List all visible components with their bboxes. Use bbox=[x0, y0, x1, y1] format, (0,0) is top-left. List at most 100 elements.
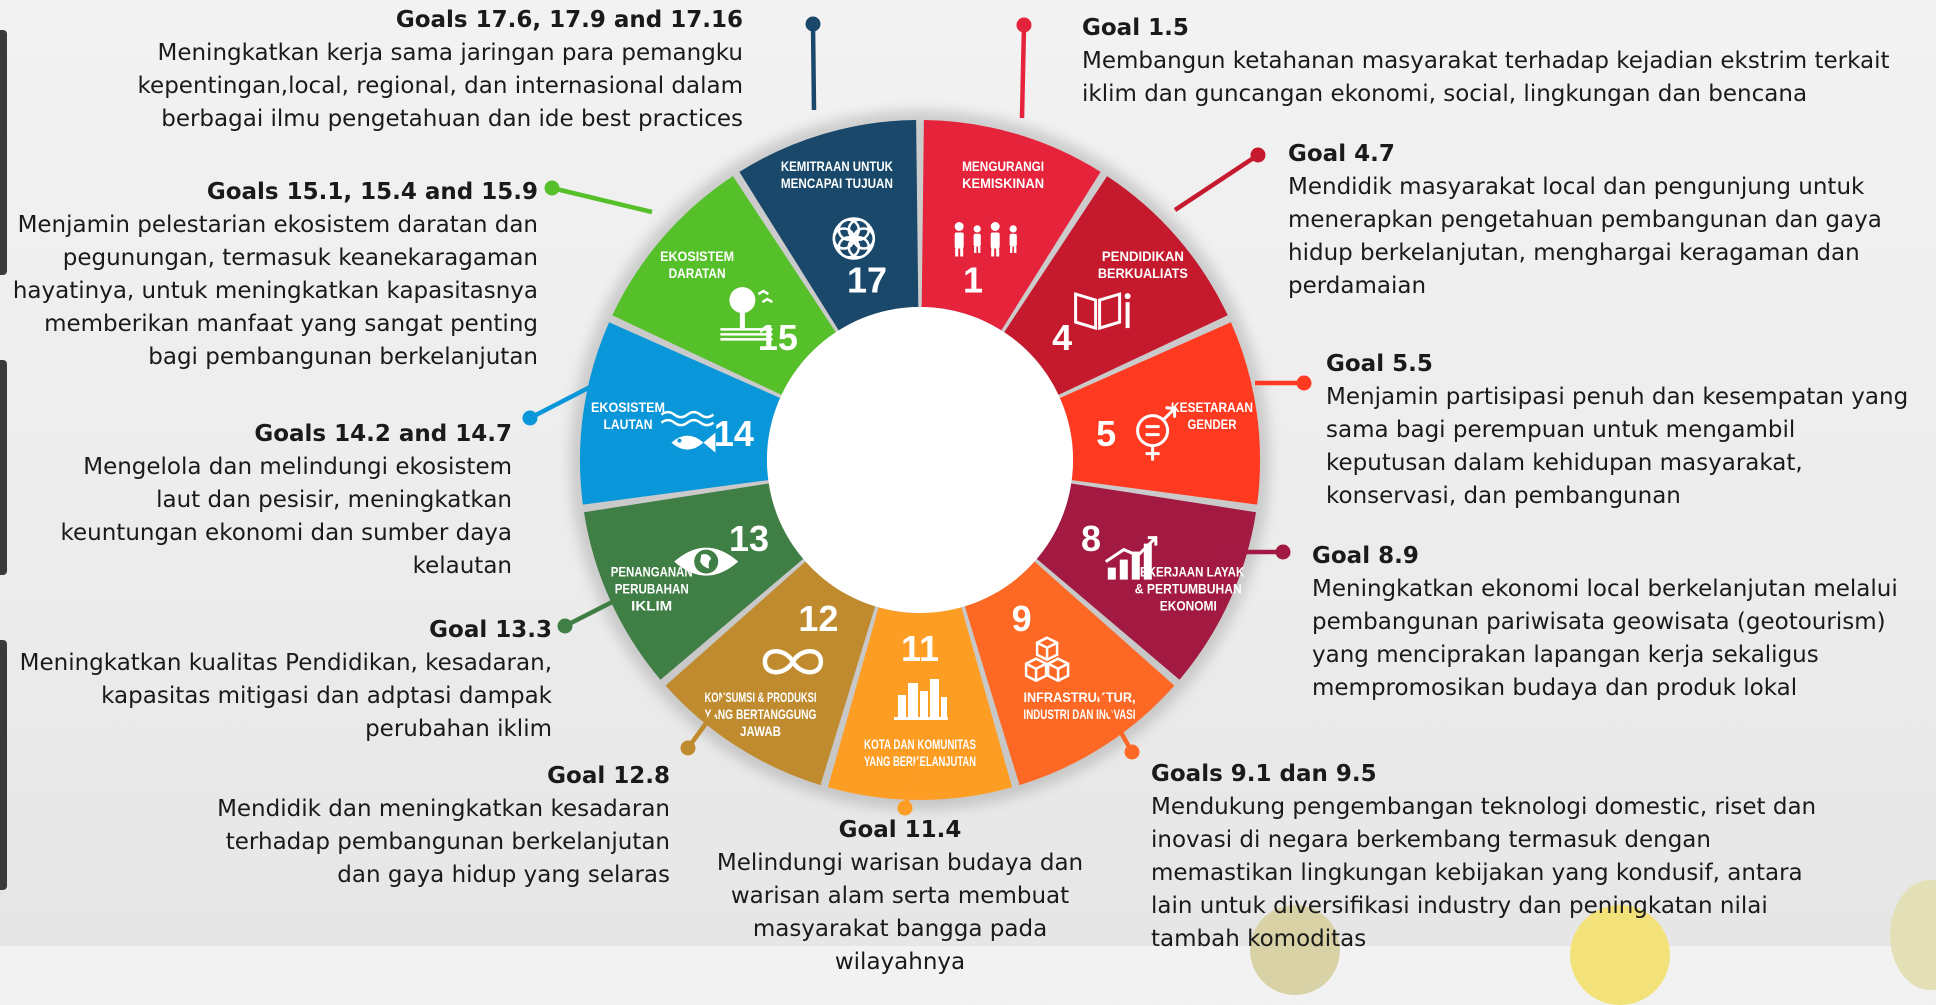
goal-5-5-connector bbox=[1255, 375, 1312, 391]
sdg-9-name-line-1: INFRASTRUKTUR, bbox=[1024, 689, 1136, 705]
goal-15-title: Goals 15.1, 15.4 and 15.9 bbox=[206, 179, 538, 205]
goal-8-9-callout: Goal 8.9 Meningkatkan ekonomi local berk… bbox=[1312, 540, 1932, 705]
sdg-11-number: 11 bbox=[901, 628, 939, 669]
sdg-1-name-line-2: KEMISKINAN bbox=[962, 175, 1044, 191]
city-icon bbox=[894, 679, 948, 720]
sdg-8-name-line-3: EKONOMI bbox=[1160, 598, 1217, 614]
left-edge-strip-top bbox=[0, 30, 7, 275]
goal-14-2-14-7-callout: Goals 14.2 and 14.7 Mengelola dan melind… bbox=[40, 418, 513, 583]
book-icon bbox=[1074, 292, 1131, 331]
sdg-17-name-line-1: KEMITRAAN UNTUK bbox=[781, 158, 893, 174]
goal-13-3-title: Goal 13.3 bbox=[429, 617, 552, 643]
sdg-1-name-line-1: MENGURANGI bbox=[962, 158, 1044, 174]
goal-15-connector bbox=[544, 180, 653, 215]
sdg-12-name-line-1: KONSUMSI & PRODUKSI bbox=[705, 689, 817, 705]
goal-12-8-connector bbox=[680, 694, 728, 756]
sdg-segment-9-wedge bbox=[964, 561, 1175, 786]
goal-14-2-14-7-connector bbox=[522, 381, 598, 426]
goal-12-8-callout: Goal 12.8 Mendidik dan meningkatkan kesa… bbox=[200, 760, 670, 892]
eye-globe-icon bbox=[674, 547, 739, 576]
sdg-8-number: 8 bbox=[1081, 518, 1101, 559]
goal-8-9-title: Goal 8.9 bbox=[1312, 543, 1419, 569]
sdg-13-number: 13 bbox=[729, 518, 769, 559]
sdg-8-name-line-2: & PERTUMBUHAN bbox=[1135, 581, 1242, 597]
goal-17-title: Goals 17.6, 17.9 and 17.16 bbox=[395, 7, 743, 33]
sdg-14-number: 14 bbox=[714, 413, 754, 454]
goal-17-desc: Meningkatkan kerja sama jaringan para pe… bbox=[137, 40, 743, 132]
goal-1-5-title: Goal 1.5 bbox=[1082, 15, 1189, 41]
fish-icon bbox=[660, 410, 716, 453]
sdg-segment-15-wedge bbox=[612, 176, 836, 395]
sdg-segment-14-wedge bbox=[579, 322, 781, 505]
sdg-4-name-line-1: PENDIDIKAN bbox=[1102, 248, 1184, 264]
goal-11-4-connector bbox=[897, 759, 921, 816]
goal-1-5-callout: Goal 1.5 Membangun ketahanan masyarakat … bbox=[1082, 12, 1902, 111]
sdg-17-number: 17 bbox=[847, 260, 887, 301]
goal-12-8-desc: Mendidik dan meningkatkan kesadaran terh… bbox=[217, 796, 670, 888]
goal-11-4-desc: Melindungi warisan budaya dan warisan al… bbox=[716, 850, 1084, 975]
sdg-4-number: 4 bbox=[1052, 317, 1072, 358]
sdg-15-name-line-1: EKOSISTEM bbox=[660, 248, 734, 264]
sdg-5-number: 5 bbox=[1096, 413, 1116, 454]
sdg-15-number: 15 bbox=[758, 317, 798, 358]
sdg-5-name-line-2: GENDER bbox=[1188, 416, 1237, 432]
goal-11-4-callout: Goal 11.4 Melindungi warisan budaya dan … bbox=[690, 814, 1110, 979]
sdg-wheel: MENGURANGIKEMISKINAN1PENDIDIKANBERKUALIA… bbox=[522, 16, 1312, 816]
infinity-icon bbox=[762, 648, 824, 675]
sdg-14-name-line-1: EKOSISTEM bbox=[591, 399, 665, 415]
sdg-8-name-line-1: PEKERJAAN LAYAK bbox=[1132, 564, 1244, 580]
goal-17-callout: Goals 17.6, 17.9 and 17.16 Meningkatkan … bbox=[130, 4, 743, 136]
goal-13-3-connector bbox=[557, 595, 622, 634]
goal-14-2-14-7-desc: Mengelola dan melindungi ekosistem laut … bbox=[60, 454, 513, 579]
tree-icon bbox=[720, 287, 774, 341]
goal-4-7-callout: Goal 4.7 Mendidik masyarakat local dan p… bbox=[1288, 138, 1888, 303]
goal-4-7-desc: Mendidik masyarakat local dan pengunjung… bbox=[1288, 174, 1882, 299]
goal-15-callout: Goals 15.1, 15.4 and 15.9 Menjamin peles… bbox=[0, 176, 538, 374]
goal-4-7-title: Goal 4.7 bbox=[1288, 141, 1395, 167]
goal-13-3-callout: Goal 13.3 Meningkatkan kualitas Pendidik… bbox=[10, 614, 552, 746]
goal-12-8-title: Goal 12.8 bbox=[547, 763, 670, 789]
sdg-15-name-line-2: DARATAN bbox=[669, 265, 726, 281]
goal-15-desc: Menjamin pelestarian ekosistem daratan d… bbox=[12, 212, 538, 370]
sdg-4-name-line-2: BERKUALIATS bbox=[1098, 265, 1188, 281]
sdg-14-name-line-2: LAUTAN bbox=[604, 416, 653, 432]
goal-5-5-title: Goal 5.5 bbox=[1326, 351, 1433, 377]
goal-17-connector bbox=[805, 16, 821, 111]
goal-5-5-desc: Menjamin partisipasi penuh dan kesempata… bbox=[1326, 384, 1909, 509]
left-edge-strip-bottom bbox=[0, 640, 7, 890]
growth-chart-icon bbox=[1104, 536, 1158, 580]
goal-9-1-9-5-connector bbox=[1094, 686, 1140, 760]
goal-9-1-9-5-desc: Mendukung pengembangan teknologi domesti… bbox=[1151, 794, 1817, 952]
sdg-12-name-line-2: YANG BERTANGGUNG bbox=[705, 706, 817, 722]
sdg-11-name-line-1: KOTA DAN KOMUNITAS bbox=[864, 736, 976, 752]
goal-14-2-14-7-title: Goals 14.2 and 14.7 bbox=[254, 421, 512, 447]
goal-4-7-connector bbox=[1173, 147, 1266, 212]
goal-9-1-9-5-callout: Goals 9.1 dan 9.5 Mendukung pengembangan… bbox=[1151, 758, 1851, 956]
sdg-segment-17-wedge bbox=[739, 120, 919, 331]
sdg-17-name-line-2: MENCAPAI TUJUAN bbox=[781, 175, 893, 191]
goal-8-9-desc: Meningkatkan ekonomi local berkelanjutan… bbox=[1312, 576, 1898, 701]
sdg-13-name-line-1: PENANGANAN bbox=[611, 564, 693, 580]
sdg-12-number: 12 bbox=[798, 598, 838, 639]
goal-5-5-callout: Goal 5.5 Menjamin partisipasi penuh dan … bbox=[1326, 348, 1911, 513]
sdg-segment-4-wedge bbox=[1004, 176, 1228, 395]
goal-1-5-connector bbox=[1016, 17, 1032, 119]
flower-rings-icon bbox=[832, 217, 876, 260]
sdg-segment-8-wedge bbox=[1036, 483, 1256, 680]
sdg-segment-1-wedge bbox=[921, 120, 1101, 331]
goal-13-3-desc: Meningkatkan kualitas Pendidikan, kesada… bbox=[19, 650, 552, 742]
sdg-5-name-line-1: KESETARAAN bbox=[1171, 399, 1253, 415]
sdg-13-name-line-3: IKLIM bbox=[631, 598, 672, 614]
sdg-9-name-line-2: INDUSTRI DAN INOVASI bbox=[1024, 706, 1136, 722]
gender-equality-icon bbox=[1136, 406, 1177, 461]
